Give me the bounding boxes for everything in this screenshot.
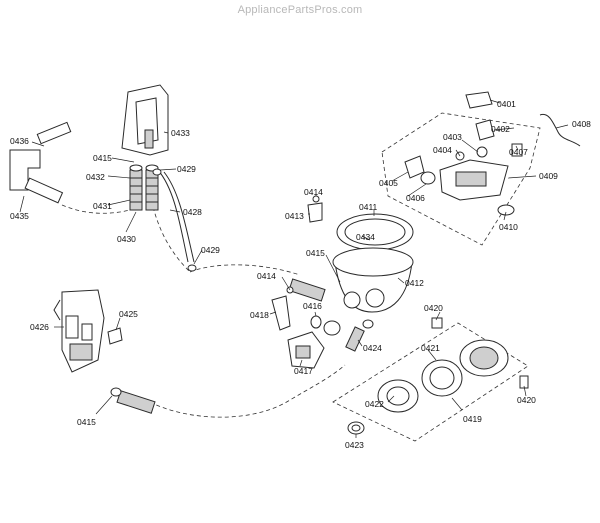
part-label-0402: 0402 <box>491 124 510 134</box>
ring-0423-inner <box>351 424 361 432</box>
part-label-0415-top: 0415 <box>93 153 112 163</box>
bracket-0413 <box>307 202 323 223</box>
corrugated-hose-0415-middle <box>288 278 326 302</box>
part-label-0436: 0436 <box>10 136 29 146</box>
part-label-0407: 0407 <box>509 147 528 157</box>
part-label-0421: 0421 <box>421 343 440 353</box>
part-label-0428: 0428 <box>183 207 202 217</box>
part-label-0404: 0404 <box>433 145 452 155</box>
part-label-0415-middle: 0415 <box>306 248 325 258</box>
part-label-0416: 0416 <box>303 301 322 311</box>
part-label-0426: 0426 <box>30 322 49 332</box>
assembly-boundary-0409 <box>381 112 541 246</box>
part-label-0435: 0435 <box>10 211 29 221</box>
clip-0425 <box>107 327 123 345</box>
part-label-0414-upper: 0414 <box>304 187 323 197</box>
part-label-0431: 0431 <box>93 201 112 211</box>
assembly-boundary-0419 <box>332 322 529 442</box>
part-label-0414-lower: 0414 <box>257 271 276 281</box>
hose-0428-inner <box>163 171 195 263</box>
part-label-0411: 0411 <box>359 202 378 212</box>
part-label-0419: 0419 <box>463 414 482 424</box>
part-label-0434: 0434 <box>356 232 375 242</box>
part-label-0420-upper: 0420 <box>424 303 443 313</box>
part-label-0406: 0406 <box>406 193 425 203</box>
part-label-0425: 0425 <box>119 309 138 319</box>
part-label-0410: 0410 <box>499 222 518 232</box>
part-label-0415-lower: 0415 <box>77 417 96 427</box>
inlet-routing-line <box>61 204 131 214</box>
hose-0428 <box>157 169 189 263</box>
bracket-0433 <box>121 84 169 156</box>
ring-0416 <box>310 315 322 329</box>
part-label-0418: 0418 <box>250 310 269 320</box>
corrugated-hose-0424 <box>323 319 374 352</box>
part-label-0429-upper: 0429 <box>177 164 196 174</box>
part-label-0408: 0408 <box>572 119 591 129</box>
part-label-0429-lower: 0429 <box>201 245 220 255</box>
part-label-0433: 0433 <box>171 128 190 138</box>
part-label-0413: 0413 <box>285 211 304 221</box>
part-label-0409: 0409 <box>539 171 558 181</box>
drain-routing-line <box>149 364 346 418</box>
clamp-0429-upper <box>152 168 162 176</box>
leader-lines <box>19 99 569 438</box>
sump-assembly-0412 <box>332 213 414 313</box>
part-label-0412: 0412 <box>405 278 424 288</box>
part-label-0405: 0405 <box>379 178 398 188</box>
elbow-hose-0436-0435 <box>9 121 72 204</box>
hose-routing-line <box>189 264 301 276</box>
part-label-0401: 0401 <box>497 99 516 109</box>
part-label-0423: 0423 <box>345 440 364 450</box>
wire-0408 <box>539 113 581 147</box>
part-label-0420-lower: 0420 <box>517 395 536 405</box>
part-label-0430: 0430 <box>117 234 136 244</box>
corrugated-hose-0415-lower <box>110 387 156 414</box>
part-label-0424: 0424 <box>363 343 382 353</box>
hose-to-sump-line <box>152 206 191 273</box>
watermark: AppliancePartsPros.com <box>237 4 363 16</box>
clamp-0429-lower <box>187 264 197 272</box>
pump-assembly-0419 <box>377 317 529 413</box>
part-label-0422: 0422 <box>365 399 384 409</box>
bracket-0418 <box>271 295 291 331</box>
part-label-0403: 0403 <box>443 132 462 142</box>
motor-0417 <box>287 331 325 369</box>
part-label-0417: 0417 <box>294 366 313 376</box>
drain-assembly-0426 <box>53 289 105 373</box>
part-label-0432: 0432 <box>86 172 105 182</box>
valve-assembly-0409 <box>404 91 523 216</box>
